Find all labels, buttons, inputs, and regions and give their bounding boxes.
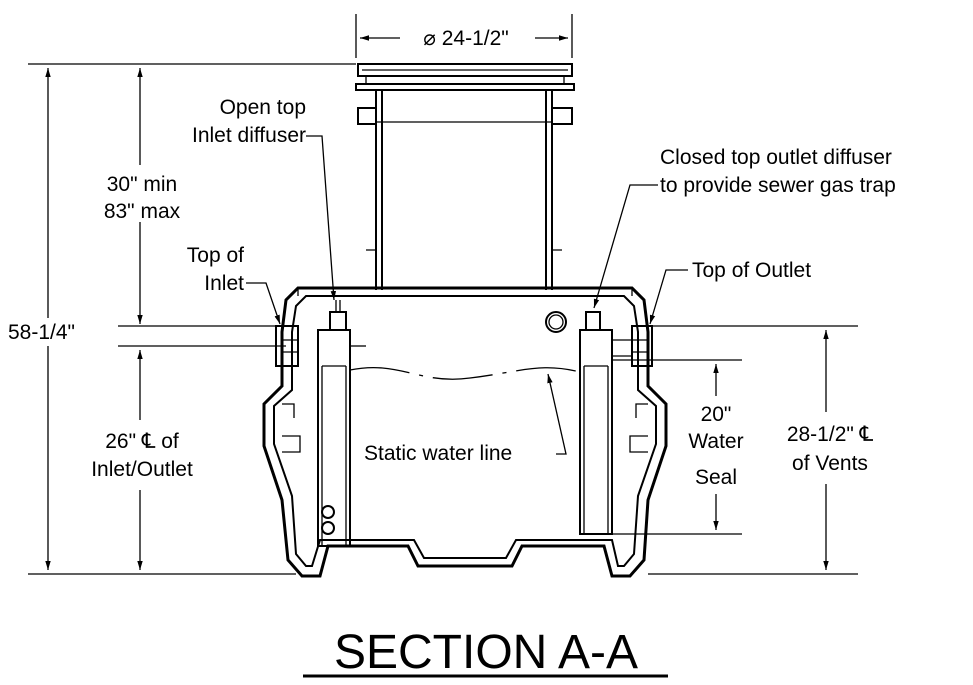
riser-lid [355,63,575,290]
vents-label-1: 28-1/2" ℄ [787,423,874,446]
vents-label-2: of Vents [792,452,868,475]
top-inlet-leader [246,282,281,325]
burial-depth-max: 83" max [104,200,181,223]
top-outlet-label: Top of Outlet [692,259,811,282]
closed-top-label-1: Closed top outlet diffuser [660,146,892,169]
burial-depth-min: 30" min [107,173,178,196]
inlet-cl-label-2: Inlet/Outlet [91,458,193,481]
open-top-label-2: Inlet diffuser [192,124,306,147]
top-inlet-label-1: Top of [187,244,244,267]
section-title: SECTION A-A [334,626,638,679]
closed-top-label-2: to provide sewer gas trap [660,174,896,197]
burial-depth-dimension [118,68,286,347]
outlet-diffuser [579,311,653,535]
top-outlet-leader [649,269,688,325]
open-top-label-1: Open top [220,96,306,119]
inlet-diffuser [275,300,366,547]
top-inlet-label-2: Inlet [204,272,244,295]
overall-height-dimension [28,63,356,575]
overall-height-label: 58-1/4" [8,321,75,344]
static-water-leader [547,373,567,455]
diameter-label: ⌀ 24-1/2" [423,27,508,50]
tank-body [262,286,668,578]
vents-dimension [648,325,858,575]
open-top-leader [306,135,337,301]
water-seal-dimension [612,359,742,535]
diameter-dimension [355,14,573,58]
static-water-label: Static water line [364,442,512,465]
inlet-cl-label-1: 26" ℄ of [105,430,179,453]
water-seal-label-1: 20" [701,403,732,426]
water-seal-label-2: Water [688,430,743,453]
static-water-line [349,366,581,380]
closed-top-leader [593,184,658,309]
water-seal-label-3: Seal [695,466,737,489]
